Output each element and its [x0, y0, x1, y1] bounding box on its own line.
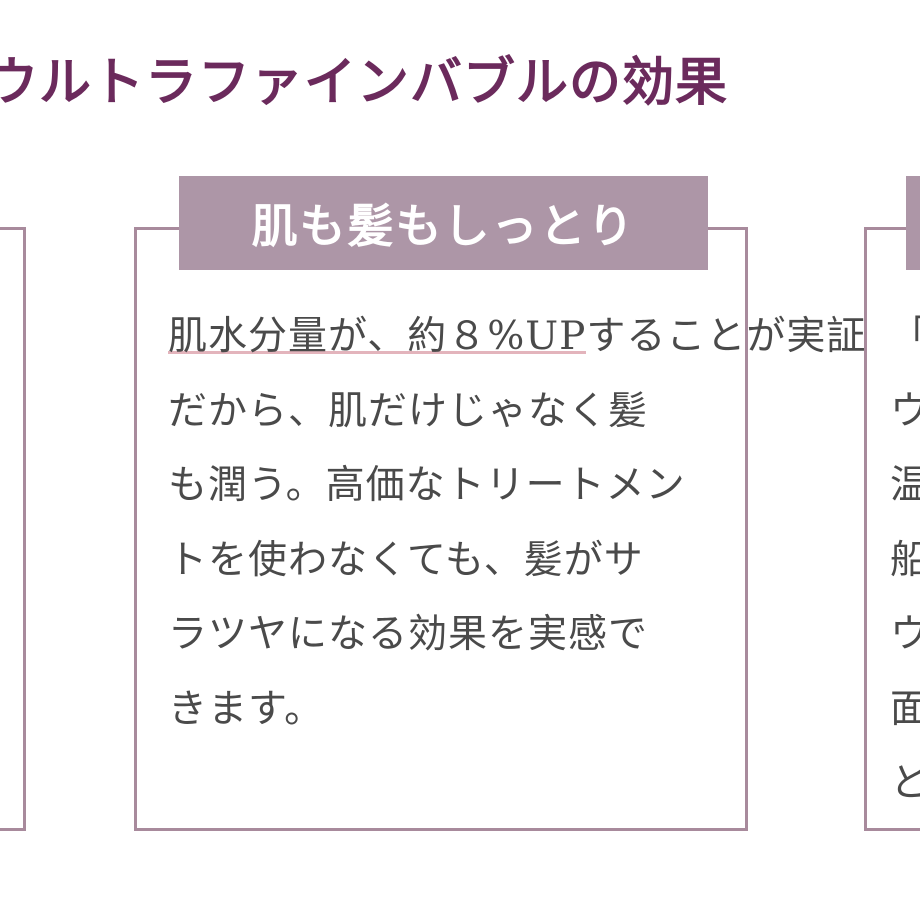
card-center-title: 肌も髪もしっとり	[251, 199, 636, 253]
card-right-line: ウ	[890, 612, 920, 657]
card-center-body: 肌水分量が、約８%UPすることが実証されています。 だから、肌だけじゃなく髪 も…	[168, 300, 920, 747]
section-heading: ウルトラファインバブルの効果	[0, 53, 729, 113]
card-right	[864, 227, 920, 831]
card-right-line: と	[890, 761, 920, 806]
card-right-line: 「	[890, 300, 920, 375]
highlighted-stat: 肌水分量が、約８%UP	[168, 314, 587, 359]
card-center-title-tab: 肌も髪もしっとり	[179, 176, 708, 270]
card-right-line: 船	[890, 537, 920, 583]
card-center-line-1: 肌水分量が、約８%UPすることが実証されています。	[168, 300, 920, 375]
card-center-line-5: ラツヤになる効果を実感で	[168, 612, 649, 657]
card-right-line: 面	[890, 686, 920, 732]
card-center-line-4: トを使わなくても、髪がサ	[168, 537, 644, 583]
card-center-line-2: だから、肌だけじゃなく髪	[168, 388, 649, 434]
card-right-body: 「 ウ 温 船 ウ 面 と	[890, 300, 920, 822]
card-center-line-3: も潤う。高価なトリートメン	[168, 463, 686, 508]
card-left	[0, 227, 26, 831]
card-center-line-6: きます。	[168, 686, 325, 732]
card-right-title-tab	[906, 176, 920, 270]
card-right-line: 温	[890, 463, 920, 508]
card-right-line: ウ	[890, 388, 920, 434]
